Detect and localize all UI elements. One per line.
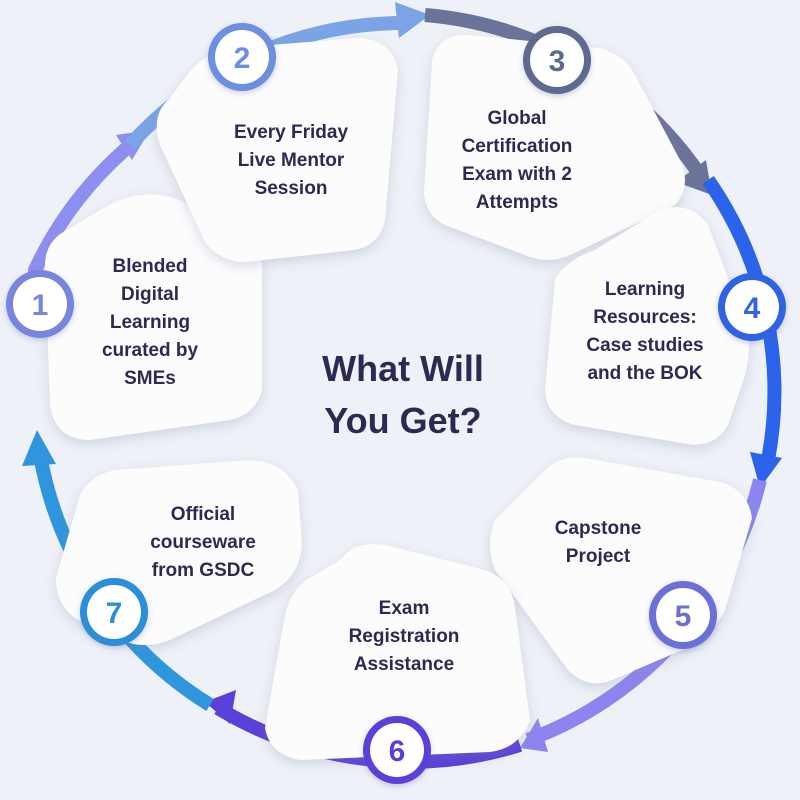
step-2-text-line-3: Session xyxy=(255,178,328,199)
step-4-text-line-3: Case studies xyxy=(586,335,703,356)
arrow-1-to-2 xyxy=(28,135,141,277)
step-2-text-line-1: Every Friday xyxy=(234,122,348,143)
step-card-4 xyxy=(545,207,749,445)
step-1-text-line-3: Learning xyxy=(110,312,190,333)
step-badge-5: 5 xyxy=(649,581,717,649)
step-1-text-line-5: SMEs xyxy=(124,368,176,389)
center-title-line-2: You Get? xyxy=(324,400,481,441)
step-1-text-line-2: Digital xyxy=(121,284,179,305)
step-card-2 xyxy=(156,38,398,262)
badge-face xyxy=(13,277,67,331)
step-number: 7 xyxy=(106,597,123,630)
step-6-text-line-2: Registration xyxy=(349,626,460,647)
step-1-text-line-4: curated by xyxy=(102,340,199,361)
step-cards xyxy=(45,34,752,760)
badge-face xyxy=(656,588,710,642)
step-7-text-line-3: from GSDC xyxy=(152,560,255,581)
step-number: 1 xyxy=(32,289,49,322)
step-card-5 xyxy=(490,457,752,684)
step-5-text-line-1: Capstone xyxy=(555,518,642,539)
step-number: 5 xyxy=(675,600,692,633)
arrowhead-3-to-4 xyxy=(676,160,712,195)
badge-face xyxy=(725,280,779,334)
badge-face xyxy=(370,723,424,777)
step-1-text-line-1: Blended xyxy=(113,256,188,277)
arrowhead-6-to-7 xyxy=(205,690,236,724)
step-badge-3: 3 xyxy=(523,26,591,94)
step-number: 6 xyxy=(389,735,406,768)
step-badges: 1 2 3 4 5 6 7 xyxy=(6,23,786,784)
step-3-text-line-1: Global xyxy=(487,108,546,129)
step-3-text-line-4: Attempts xyxy=(476,192,558,213)
step-badge-7: 7 xyxy=(80,578,148,646)
arrowhead-5-to-6 xyxy=(520,718,548,752)
step-3-text-line-3: Exam with 2 xyxy=(462,164,572,185)
step-5-text-line-2: Project xyxy=(566,546,631,567)
step-4-text-line-2: Resources: xyxy=(593,307,697,328)
step-badge-6: 6 xyxy=(363,716,431,784)
step-7-text-line-2: courseware xyxy=(150,532,256,553)
step-3-text-line-2: Certification xyxy=(462,136,573,157)
step-card-3 xyxy=(424,34,685,260)
step-badge-4: 4 xyxy=(718,273,786,341)
badge-face xyxy=(215,30,269,84)
step-6-text-line-3: Assistance xyxy=(354,654,454,675)
step-7-text-line-1: Official xyxy=(171,504,235,525)
step-number: 4 xyxy=(744,292,761,325)
step-number: 2 xyxy=(234,42,251,75)
step-6-text-line-1: Exam xyxy=(379,598,430,619)
arrowhead-4-to-5 xyxy=(750,452,782,488)
step-card-6 xyxy=(265,544,530,760)
badge-face xyxy=(530,33,584,87)
step-badge-1: 1 xyxy=(6,270,74,338)
step-number: 3 xyxy=(549,45,566,78)
arrowhead-7-to-1 xyxy=(22,430,56,466)
step-card-1 xyxy=(45,194,263,440)
step-badge-2: 2 xyxy=(208,23,276,91)
step-4-text-line-4: and the BOK xyxy=(587,363,702,384)
step-2-text-line-2: Live Mentor xyxy=(238,150,345,171)
center-title-line-1: What Will xyxy=(322,348,484,389)
badge-face xyxy=(87,585,141,639)
step-4-text-line-1: Learning xyxy=(605,279,685,300)
arrowhead-2-to-3 xyxy=(395,2,430,38)
